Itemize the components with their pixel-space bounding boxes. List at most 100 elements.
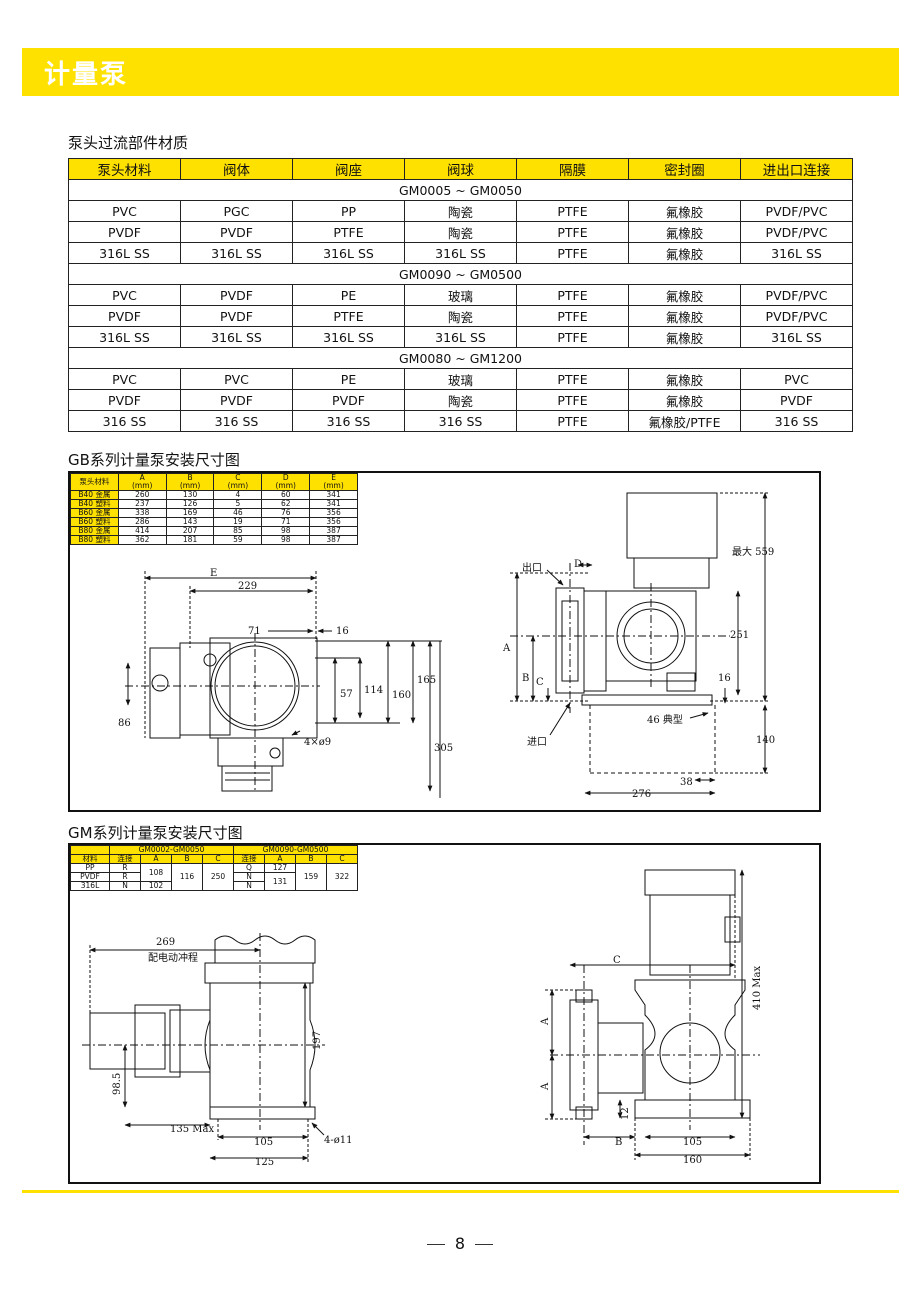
gb-left-flange — [149, 647, 181, 739]
materials-cell: PVDF — [740, 389, 853, 411]
footer-rule — [22, 1190, 899, 1193]
gm-dim-105l: 105 — [254, 1137, 273, 1148]
materials-cell: 陶瓷 — [404, 389, 517, 411]
gm-dim-a1: A — [540, 1017, 551, 1026]
gm-dim-105r: 105 — [683, 1137, 702, 1148]
materials-cell: PVC — [68, 200, 181, 222]
materials-col-header: 泵头材料 — [68, 158, 181, 180]
gb-table-header-line: (mm) — [227, 481, 249, 490]
materials-cell: 316L SS — [740, 242, 853, 264]
gb-dim-165: 165 — [417, 675, 436, 686]
materials-group-range: GM0090 ~ GM0500 — [68, 263, 853, 285]
materials-cell: PVDF/PVC — [740, 305, 853, 327]
gm-dim-12: 12 — [620, 1107, 631, 1120]
materials-cell: PVDF — [180, 305, 293, 327]
gb-label-outlet: 出口 — [522, 561, 542, 574]
gb-table-cell: 387 — [309, 535, 358, 545]
materials-cell: 氟橡胶 — [628, 389, 741, 411]
gb-dim-160: 160 — [392, 690, 411, 701]
gb-dim-holes: 4×ø9 — [304, 737, 331, 748]
gb-dim-251: 251 — [730, 630, 749, 641]
materials-cell: 玻璃 — [404, 284, 517, 306]
materials-cell: 陶瓷 — [404, 305, 517, 327]
materials-cell: 316L SS — [180, 242, 293, 264]
materials-cell: 陶瓷 — [404, 221, 517, 243]
header-banner: 计量泵 — [22, 48, 899, 96]
materials-cell: PVDF/PVC — [740, 284, 853, 306]
gb-table-header-line: (mm) — [179, 481, 201, 490]
gm-left-pump-head — [89, 1012, 166, 1070]
materials-col-header: 隔膜 — [516, 158, 629, 180]
gb-dim-d: D — [574, 559, 582, 570]
gb-dim-typ: 46 典型 — [647, 713, 683, 726]
gb-dim-16r: 16 — [718, 673, 731, 684]
gb-table-header-line: (mm) — [275, 481, 296, 490]
materials-cell: PVC — [68, 284, 181, 306]
materials-cell: PE — [292, 284, 405, 306]
page-number: 8 — [0, 1234, 920, 1253]
materials-group-range: GM0080 ~ GM1200 — [68, 347, 853, 369]
materials-cell: 玻璃 — [404, 368, 517, 390]
gm-dim-holes: 4-ø11 — [324, 1135, 353, 1146]
gb-dim-86: 86 — [118, 718, 131, 729]
gm-dim-125: 125 — [255, 1157, 274, 1168]
materials-cell: PVDF — [68, 389, 181, 411]
gb-dim-140: 140 — [756, 735, 775, 746]
materials-cell: 氟橡胶 — [628, 200, 741, 222]
materials-col-header: 阀球 — [404, 158, 517, 180]
materials-col-header: 进出口连接 — [740, 158, 853, 180]
materials-cell: PTFE — [292, 221, 405, 243]
materials-cell: 陶瓷 — [404, 200, 517, 222]
gm-dim-197: 197 — [312, 1031, 323, 1050]
page-title: 计量泵 — [44, 60, 129, 90]
materials-cell: 氟橡胶 — [628, 242, 741, 264]
gb-right-motor — [626, 492, 718, 559]
materials-cell: 氟橡胶 — [628, 326, 741, 348]
materials-cell: 316 SS — [180, 410, 293, 432]
materials-cell: PVC — [68, 368, 181, 390]
materials-cell: 316L SS — [180, 326, 293, 348]
gm-cell: 322 — [326, 863, 358, 891]
gb-dim-229: 229 — [238, 581, 257, 592]
gb-table-header-line: D — [282, 473, 289, 482]
gb-table-header-line: A — [139, 473, 145, 482]
materials-cell: 氟橡胶 — [628, 305, 741, 327]
gb-dim-c: C — [536, 677, 544, 688]
gb-label-inlet: 进口 — [527, 736, 547, 748]
gb-drawings: E 229 71 16 57 114 160 165 86 305 4×ø9 出… — [118, 492, 775, 800]
materials-cell: 316L SS — [292, 242, 405, 264]
gm-label-stroke: 配电动冲程 — [148, 951, 198, 964]
materials-cell: PVDF/PVC — [740, 221, 853, 243]
materials-cell: PTFE — [516, 326, 629, 348]
materials-cell: PVDF/PVC — [740, 200, 853, 222]
gb-table-header-line: (mm) — [323, 481, 344, 490]
materials-cell: 氟橡胶 — [628, 221, 741, 243]
materials-cell: 316L SS — [404, 326, 517, 348]
gm-dim-160: 160 — [683, 1155, 702, 1166]
gm-dim-c: C — [613, 955, 621, 966]
materials-col-header: 阀座 — [292, 158, 405, 180]
gm-dim-269: 269 — [156, 937, 175, 948]
materials-cell: PTFE — [516, 221, 629, 243]
gb-dim-b: B — [522, 673, 529, 684]
gm-dim-98: 98.5 — [112, 1073, 123, 1095]
gm-dimension-table: GM0002-GM0050 GM0090-GM0500 材料 连接 A B C … — [70, 845, 358, 891]
gm-dim-135: 135 Max — [170, 1124, 214, 1135]
dash-right — [475, 1244, 494, 1245]
materials-cell: PVDF — [292, 389, 405, 411]
gb-section-title: GB系列计量泵安装尺寸图 — [68, 451, 240, 469]
gb-table-header: D(mm) — [261, 473, 311, 491]
materials-cell: 316 SS — [68, 410, 181, 432]
materials-cell: PTFE — [516, 305, 629, 327]
materials-cell: PTFE — [516, 410, 629, 432]
materials-cell: 316L SS — [68, 326, 181, 348]
